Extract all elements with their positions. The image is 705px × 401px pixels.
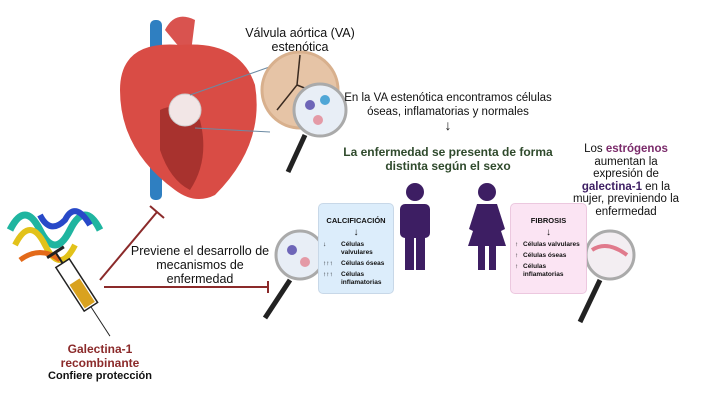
text: Los xyxy=(584,143,606,155)
list-item: ↑ Células valvulares xyxy=(515,241,586,249)
heart-illustration xyxy=(120,16,276,200)
fibrosis-title: FIBROSIS xyxy=(530,216,567,225)
cells-description: En la VA estenótica encontramos células … xyxy=(344,92,552,118)
list-item: ↓ Células valvulares xyxy=(323,241,393,257)
prevent-text: Previene el desarrollo de mecanismos de … xyxy=(130,244,270,286)
text: en la mujer, previniendo la enfermedad xyxy=(572,180,680,218)
list-item: ↑ Células óseas xyxy=(515,252,586,260)
trend-arrow: ↑ xyxy=(515,241,519,248)
female-figure-icon xyxy=(468,183,506,270)
magnifier-icon xyxy=(577,229,636,324)
trend-arrow: ↑↑↑ xyxy=(323,260,333,267)
estrogen-text: Los estrógenos aumentan la expresión de … xyxy=(568,143,684,218)
trend-arrow: ↑ xyxy=(515,252,519,259)
list-item: ↑↑↑ Células óseas xyxy=(323,260,393,268)
down-arrow-icon: ↓ xyxy=(546,227,551,238)
fibrosis-box: FIBROSIS ↓ ↑ Células valvulares ↑ Células … xyxy=(510,203,587,294)
list-item: ↑↑↑ Células inflamatorias xyxy=(323,271,393,287)
galectin-term: galectina-1 xyxy=(581,180,642,193)
syringe-icon xyxy=(46,245,111,337)
calcification-title: CALCIFICACIÓN xyxy=(326,216,386,225)
row-label: Células óseas xyxy=(523,252,567,259)
row-label: Células inflamatorias xyxy=(523,263,564,278)
galectin-label: Galectina-1 recombinante xyxy=(60,342,140,370)
trend-arrow: ↑ xyxy=(515,263,519,270)
down-arrow-icon: ↓ xyxy=(353,227,359,238)
inhibition-arrows xyxy=(99,205,269,293)
row-label: Células inflamatorias xyxy=(341,271,382,286)
row-label: Células óseas xyxy=(341,260,385,267)
down-arrow-icon: ↓ xyxy=(444,117,452,133)
row-label: Células valvulares xyxy=(523,241,580,248)
galectin-protein-illustration xyxy=(6,208,104,263)
sex-difference-text: La enfermedad se presenta de forma disti… xyxy=(343,145,553,173)
male-figure-icon xyxy=(400,183,430,270)
trend-arrow: ↑↑↑ xyxy=(323,271,333,278)
estrogen-term: estrógenos xyxy=(605,143,668,155)
calcification-box: CALCIFICACIÓN ↓ ↓ Células valvulares ↑↑↑ C… xyxy=(318,203,394,294)
trend-arrow: ↓ xyxy=(323,241,327,248)
valve-label: Válvula aórtica (VA) estenótica xyxy=(245,26,355,54)
list-item: ↑ Células inflamatorias xyxy=(515,263,586,279)
protection-label: Confiere protección xyxy=(48,370,152,382)
magnifier-icon xyxy=(262,229,326,320)
row-label: Células valvulares xyxy=(341,241,373,256)
text: aumentan la expresión de xyxy=(593,155,659,181)
magnifier-icon xyxy=(285,82,348,174)
